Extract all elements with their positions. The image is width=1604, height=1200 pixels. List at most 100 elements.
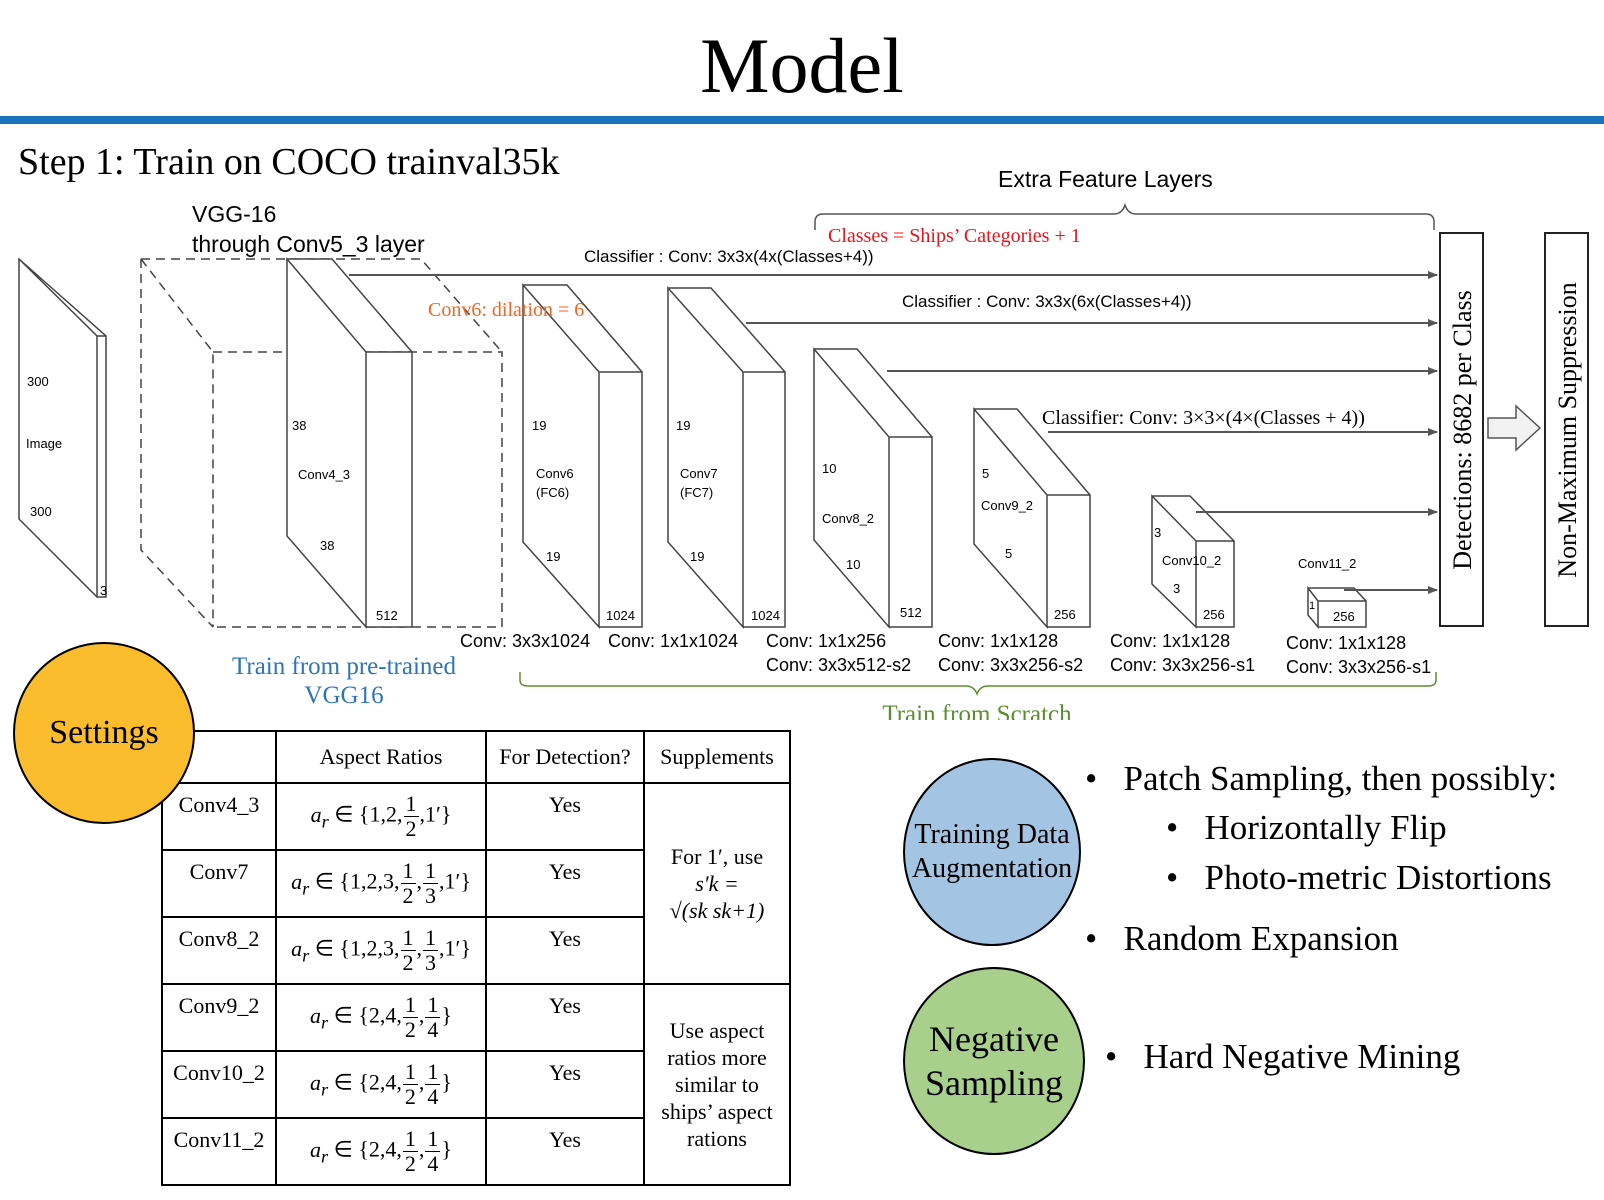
conv4-3-width: 38: [320, 538, 334, 553]
conv9-2-channels: 256: [1054, 607, 1076, 622]
table-header-detect: For Detection?: [485, 730, 645, 784]
conv8-op-label-1: Conv: 1x1x256: [766, 631, 886, 651]
table-cell-detect: Yes: [485, 849, 645, 918]
conv9-op-label-2: Conv: 3x3x256-s2: [938, 655, 1083, 675]
conv6-block: [522, 283, 643, 629]
table-cell-detect: Yes: [485, 782, 645, 851]
table-cell-supplement-2: Use aspect ratios more similar to ships’…: [643, 983, 791, 1186]
image-height: 300: [27, 374, 49, 389]
table-cell-layer: Conv4_3: [161, 782, 277, 851]
conv4-3-name: Conv4_3: [298, 467, 350, 482]
conv10-2-height: 3: [1154, 525, 1161, 540]
conv7-name2: (FC7): [680, 485, 713, 500]
table-cell-layer: Conv8_2: [161, 916, 277, 985]
slide-title: Model: [700, 22, 904, 109]
conv7-height: 19: [676, 418, 690, 433]
nms-label: Non-Maximum Suppression: [1553, 282, 1582, 577]
classifier-label-1: Classifier : Conv: 3x3x(4x(Classes+4)): [584, 247, 874, 266]
conv9-op-label-1: Conv: 1x1x128: [938, 631, 1058, 651]
table-cell-layer: Conv9_2: [161, 983, 277, 1052]
negative-label-2: Sampling: [924, 1063, 1063, 1103]
scratch-label: Train from Scratch: [882, 701, 1072, 720]
image-label: Image: [26, 436, 62, 451]
ratio-tail: }: [441, 1136, 452, 1162]
conv7-op-label: Conv: 1x1x1024: [608, 631, 738, 651]
step-heading: Step 1: Train on COCO trainval35k: [18, 141, 560, 183]
conv6-name: Conv6: [536, 466, 574, 481]
supplement-1-formula-lhs: s′k =: [695, 871, 739, 896]
negative-label-1: Negative: [929, 1019, 1059, 1059]
conv11-2-name: Conv11_2: [1298, 556, 1356, 571]
table-cell-layer: Conv7: [161, 849, 277, 918]
ratio-values: 1,2,: [369, 801, 403, 827]
title-rule: [0, 116, 1604, 124]
settings-table: Aspect Ratios For Detection? Supplements…: [161, 730, 791, 1186]
bullet-text: Hard Negative Mining: [1143, 1037, 1461, 1076]
conv6-name2: (FC6): [536, 485, 569, 500]
conv4-3-height: 38: [292, 418, 306, 433]
bullet-text: Horizontally Flip: [1204, 808, 1447, 847]
settings-label: Settings: [49, 714, 159, 751]
conv6-note: Conv6: dilation = 6: [428, 299, 584, 321]
conv7-name: Conv7: [680, 466, 718, 481]
conv11-2-block: [1307, 585, 1367, 630]
table-cell-detect: Yes: [485, 1117, 645, 1186]
conv10-op-label-2: Conv: 3x3x256-s1: [1110, 655, 1255, 675]
conv8-2-name: Conv8_2: [822, 511, 874, 526]
table-header-aspect: Aspect Ratios: [275, 730, 487, 784]
classifier-label-3: Classifier: Conv: 3×3×(4×(Classes + 4)): [1042, 407, 1365, 429]
conv9-2-height: 5: [982, 466, 989, 481]
supplement-2-line: ratios more: [667, 1045, 767, 1070]
ratio-values: 2,4,: [368, 1136, 402, 1162]
table-cell-detect: Yes: [485, 983, 645, 1052]
image-channels: 3: [100, 583, 107, 598]
ratio-values: 2,4,: [368, 1069, 402, 1095]
supplement-2-line: similar to: [675, 1072, 759, 1097]
extra-layers-label: Extra Feature Layers: [998, 166, 1213, 192]
conv8-2-channels: 512: [900, 605, 922, 620]
table-cell-layer: Conv11_2: [161, 1117, 277, 1186]
conv9-2-block: [973, 406, 1091, 629]
bullet-item: • Hard Negative Mining: [1105, 1037, 1461, 1076]
conv6-width: 19: [546, 549, 560, 564]
augmentation-circle: Training Data Augmentation: [903, 758, 1081, 946]
pretrained-label-2: VGG16: [304, 682, 383, 709]
ratio-tail: ,1′}: [439, 868, 471, 894]
ratio-tail: ,1′}: [439, 935, 471, 961]
bullet-text: Patch Sampling, then possibly:: [1123, 759, 1558, 798]
augmentation-label-1: Training Data: [914, 819, 1070, 850]
negative-sampling-circle: Negative Sampling: [903, 967, 1085, 1155]
conv7-width: 19: [690, 549, 704, 564]
ratio-tail: ,1′}: [419, 801, 452, 827]
supplement-2-line: rations: [687, 1126, 747, 1151]
conv10-2-block: [1151, 494, 1235, 629]
conv8-2-width: 10: [846, 557, 860, 572]
supplement-1-formula-rhs: √(sk sk+1): [669, 898, 765, 923]
table-cell-detect: Yes: [485, 1050, 645, 1119]
table-cell-supplement-1: For 1′, use s′k = √(sk sk+1): [643, 782, 791, 985]
detections-label: Detections: 8682 per Class: [1448, 290, 1477, 569]
ratio-values: 1,2,3,: [350, 935, 400, 961]
conv9-2-name: Conv9_2: [981, 498, 1033, 513]
ratio-values: 1,2,3,: [350, 868, 400, 894]
conv11-op-label-2: Conv: 3x3x256-s1: [1286, 657, 1431, 677]
conv6-height: 19: [532, 418, 546, 433]
classes-note: Classes = Ships’ Categories + 1: [828, 225, 1081, 247]
conv10-2-width: 3: [1173, 581, 1180, 596]
extra-layers-brace: [814, 202, 1435, 230]
supplement-2-line: Use aspect: [669, 1018, 765, 1043]
